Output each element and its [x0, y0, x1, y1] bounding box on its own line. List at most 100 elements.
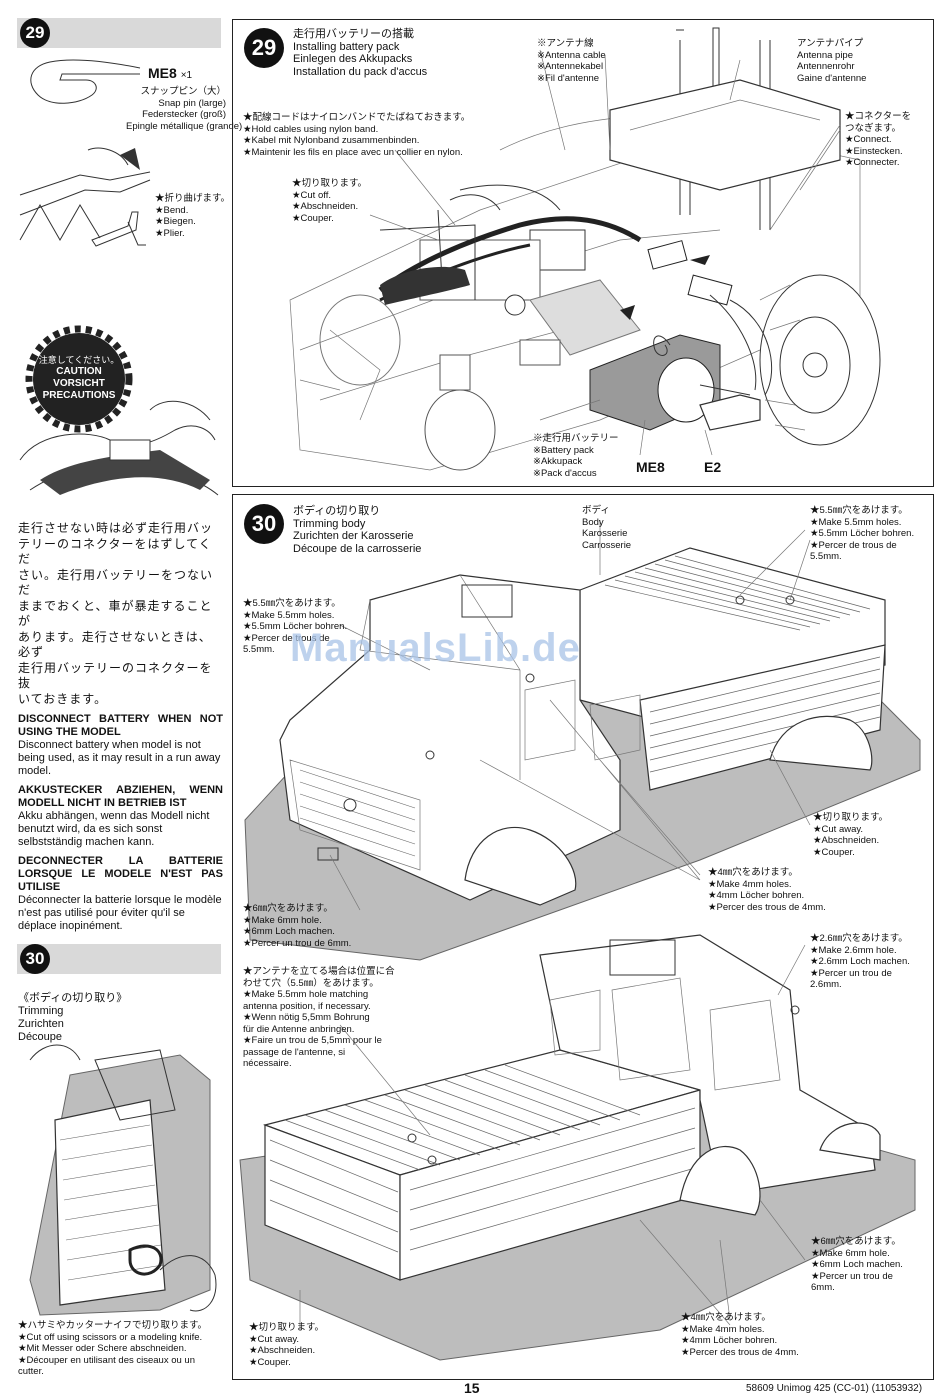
caution-badge: 注意してください。 CAUTION VORSICHT PRECAUTIONS: [30, 354, 128, 402]
caution-de: VORSICHT: [53, 378, 105, 389]
cut2-de: ★Abschneiden.: [249, 1345, 316, 1356]
warning-jp-line: テリーのコネクターをはずしてくだ: [18, 536, 212, 567]
scissors-de: ★Mit Messer oder Schere abschneiden.: [18, 1343, 187, 1354]
antenna-hole-en: ★Make 5.5mm hole matching: [243, 989, 369, 1000]
snap-pin-qty: ×1: [180, 70, 193, 81]
hole6-1-fr: ★Percer un trou de 6mm.: [243, 937, 352, 949]
scissors-en: ★Cut off using scissors or a modeling kn…: [18, 1331, 203, 1343]
hole6-1-de: ★6mm Loch machen.: [243, 926, 335, 937]
connector-en: ★Connect.: [845, 134, 892, 145]
caution-gear-icon: [25, 325, 133, 433]
warning-jp-line: いておきます。: [18, 691, 108, 706]
page-number: 15: [464, 1380, 480, 1396]
antenna-hole-de: ★Wenn nötig 5,5mm Bohrung: [243, 1012, 370, 1023]
antenna-hole-fr: ★Faire un trou de 5,5mm pour le: [243, 1035, 382, 1046]
antenna-hole-jp-2: わせて穴（5.5㎜）をあけます。: [243, 977, 379, 989]
e2-callout: E2: [704, 459, 722, 475]
scissors-fr: ★Découper en utilisant des ciseaux ou un: [18, 1354, 195, 1366]
snap-pin-de: Federstecker (groß): [142, 109, 226, 120]
holes4-1-de: ★4mm Löcher bohren.: [708, 890, 805, 901]
battery-pack-jp: ※走行用バッテリー: [533, 433, 619, 444]
antenna-pipe-en: Antenna pipe: [797, 49, 853, 61]
step-30-frame: [232, 494, 934, 1380]
antenna-pipe-jp: アンテナパイプ: [797, 38, 864, 49]
holes-5-5mm-top-right: ★5.5㎜穴をあけます。 ★Make 5.5mm holes. ★5.5mm L…: [810, 505, 914, 563]
step-30-title-de: Zurichten der Karosserie: [293, 530, 414, 542]
snap-pin-names: スナップピン（大） Snap pin (large) Federstecker …: [126, 86, 242, 132]
holes-4mm-lower: ★4㎜穴をあけます。 ★Make 4mm holes. ★4mm Löcher …: [681, 1312, 799, 1358]
body-label: ボディ Body Karosserie Carrosserie: [582, 505, 631, 551]
trimming-fr: Découpe: [18, 1031, 63, 1043]
hole26-fr: ★Percer un trou de: [810, 967, 892, 979]
cutoff-instruction: ★切り取ります。 ★Cut off. ★Abschneiden. ★Couper…: [292, 178, 367, 224]
hole26-en: ★Make 2.6mm hole.: [810, 944, 897, 956]
warning-de-head: AKKUSTECKER ABZIEHEN, WENN MODELL NICHT …: [18, 784, 223, 809]
warning-fr-body: Déconnecter la batterie lorsque le modèl…: [18, 894, 222, 932]
holes55-tr-fr: ★Percer de trous de: [810, 539, 897, 551]
battery-pack-fr: ※Pack d'accus: [533, 467, 597, 479]
antenna-hole-de-2: für die Antenne anbringen.: [243, 1023, 355, 1035]
antenna-cable-label: ※アンテナ線 ※Antenna cable ※Antennekabel ※Fil…: [537, 38, 606, 84]
step-29-badge: 29: [20, 18, 50, 48]
hole6-2-de: ★6mm Loch machen.: [811, 1259, 903, 1270]
warning-jp-line: さい。走行用バッテリーをつないだ: [18, 567, 214, 598]
warning-en-head: DISCONNECT BATTERY WHEN NOT USING THE MO…: [18, 713, 223, 738]
warning-text: 走行させない時は必ず走行用バッ テリーのコネクターをはずしてくだ さい。走行用バ…: [18, 521, 223, 933]
battery-pack-label: ※走行用バッテリー ※Battery pack ※Akkupack ※Pack …: [533, 433, 619, 479]
antenna-hole-jp: ★アンテナを立てる場合は位置に合: [243, 966, 395, 977]
antenna-pipe-de: Antennenrohr: [797, 61, 855, 72]
connector-jp: ★コネクターを: [845, 111, 912, 122]
step-29-title: 走行用バッテリーの搭載 Installing battery pack Einl…: [293, 28, 427, 78]
cut1-fr: ★Couper.: [813, 846, 855, 858]
caution-jp: 注意してください。: [38, 355, 120, 365]
snap-pin-en: Snap pin (large): [158, 97, 226, 109]
watermark: ManualsLib.de: [290, 626, 581, 670]
bend-fr: ★Plier.: [155, 227, 185, 239]
holes55-tr-en: ★Make 5.5mm holes.: [810, 516, 902, 528]
trimming-title: 《ボディの切り取り》 Trimming Zurichten Découpe: [18, 992, 127, 1044]
hand-disconnect-illustration: [19, 400, 219, 496]
holes55-l-en: ★Make 5.5mm holes.: [243, 609, 335, 621]
holes55-l-fr: ★Percer de trous de: [243, 632, 330, 644]
step-30-title: ボディの切り取り Trimming body Zurichten der Kar…: [293, 505, 421, 555]
body-label-en: Body: [582, 516, 604, 528]
body-label-de: Karosserie: [582, 528, 628, 539]
connector-instruction: ★コネクターを つなぎます。 ★Connect. ★Einstecken. ★C…: [845, 111, 911, 169]
antenna-hole-instruction: ★アンテナを立てる場合は位置に合 わせて穴（5.5㎜）をあけます。 ★Make …: [243, 966, 395, 1070]
holes55-l-de: ★5.5mm Löcher bohren.: [243, 621, 348, 632]
antenna-hole-fr-2: passage de l'antenne, si: [243, 1046, 346, 1058]
body-lower-illustration: [239, 934, 916, 1361]
warning-jp: 走行させない時は必ず走行用バッ テリーのコネクターをはずしてくだ さい。走行用バ…: [18, 521, 223, 707]
step-29-title-fr: Installation du pack d'accus: [293, 65, 428, 78]
step-29-title-jp: 走行用バッテリーの搭載: [293, 28, 414, 40]
connector-fr: ★Connecter.: [845, 157, 900, 168]
battery-pack-en: ※Battery pack: [533, 444, 594, 456]
hole6-1-jp: ★6㎜穴をあけます。: [243, 903, 333, 914]
cut2-en: ★Cut away.: [249, 1333, 300, 1345]
antenna-cable-fr: ※Fil d'antenne: [537, 72, 600, 84]
body-upper-illustration: [244, 520, 921, 961]
antenna-hole-fr-3: nécessaire.: [243, 1058, 292, 1069]
antenna-cable-en: ※Antenna cable: [537, 49, 606, 61]
warning-de-body: Akku abhängen, wenn das Modell nicht ben…: [18, 810, 210, 848]
step-30-title-en: Trimming body: [293, 517, 366, 530]
caution-fr: PRECAUTIONS: [42, 390, 116, 401]
cut1-jp: ★切り取ります。: [813, 812, 889, 823]
antenna-pipe-label: アンテナパイプ Antenna pipe Antennenrohr Gaine …: [797, 38, 866, 84]
hole6-2-fr: ★Percer un trou de: [811, 1270, 893, 1282]
hole-2-6mm: ★2.6㎜穴をあけます。 ★Make 2.6mm hole. ★2.6mm Lo…: [810, 933, 910, 991]
step-29-title-en: Installing battery pack: [293, 40, 400, 53]
snap-pin-code-label: ME8: [148, 65, 177, 81]
snap-pin-jp: スナップピン（大）: [140, 86, 226, 97]
bend-jp: ★折り曲げます。: [155, 193, 231, 204]
connector-jp-2: つなぎます。: [845, 122, 902, 134]
snap-pin-illustration: [30, 59, 141, 104]
antenna-pipe-fr: Gaine d'antenne: [797, 72, 867, 84]
holes-5-5mm-left: ★5.5㎜穴をあけます。 ★Make 5.5mm holes. ★5.5mm L…: [243, 598, 347, 656]
hole6-2-jp: ★6㎜穴をあけます。: [811, 1236, 901, 1247]
battery-pack-de: ※Akkupack: [533, 456, 583, 467]
step-29-header-bar: [17, 18, 221, 48]
trimming-en: Trimming: [18, 1005, 64, 1017]
cutoff-en: ★Cut off.: [292, 189, 331, 201]
